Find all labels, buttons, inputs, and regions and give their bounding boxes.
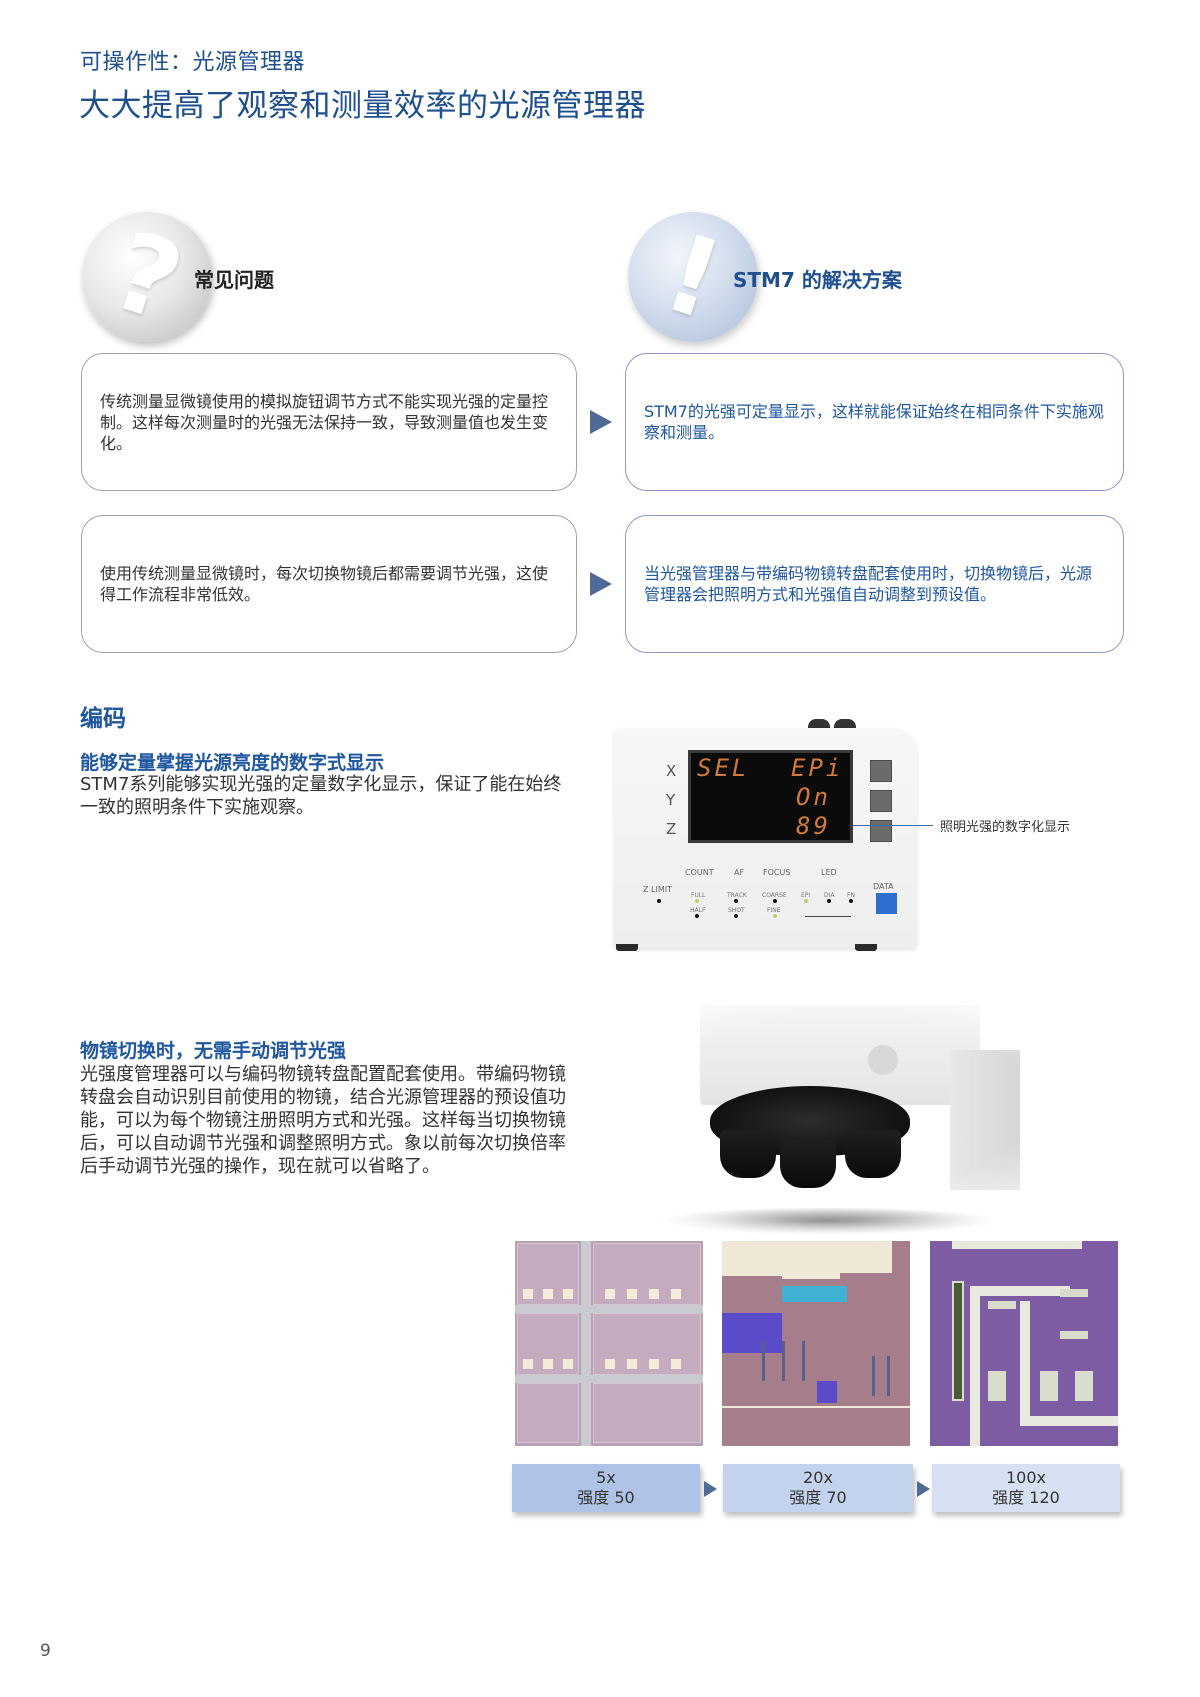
label-epi: EPI xyxy=(801,892,811,899)
label-led: LED xyxy=(821,868,837,877)
fine-indicator xyxy=(773,914,777,918)
track-indicator xyxy=(734,899,738,903)
mag-step-100x: 100x 强度 120 xyxy=(932,1464,1120,1512)
intensity-label: 强度 120 xyxy=(992,1488,1060,1507)
solution-box-1: STM7的光强可定量显示，这样就能保证始终在相同条件下实施观察和测量。 xyxy=(625,353,1124,491)
panel-knob xyxy=(808,719,830,730)
coarse-indicator xyxy=(773,899,777,903)
page-title: 大大提高了观察和测量效率的光源管理器 xyxy=(79,88,646,124)
callout-label: 照明光强的数字化显示 xyxy=(940,820,1071,835)
wafer-image-100x xyxy=(930,1241,1118,1446)
problem-label: 常见问题 xyxy=(194,268,274,292)
intensity-label: 强度 70 xyxy=(789,1488,847,1507)
panel-knob xyxy=(834,719,856,730)
label-count: COUNT xyxy=(685,868,714,877)
panel-foot xyxy=(616,944,638,951)
data-button[interactable] xyxy=(876,893,897,914)
axis-label-z: Z xyxy=(666,820,677,838)
lcd-display: SEL EPi On 89 xyxy=(688,750,853,843)
label-dia: DIA xyxy=(824,892,835,899)
label-track: TRACK xyxy=(727,892,747,899)
label-fn: FN xyxy=(847,892,855,899)
problem-box-2: 使用传统测量显微镜时，每次切换物镜后都需要调节光强，这使得工作流程非常低效。 xyxy=(81,515,577,653)
label-fine: FINE xyxy=(767,907,781,914)
full-indicator xyxy=(695,899,699,903)
led-scale-line xyxy=(805,916,851,917)
axis-label-y: Y xyxy=(666,791,676,809)
callout-line xyxy=(853,825,933,826)
feature-body-objective-switch: 光强度管理器可以与编码物镜转盘配置配套使用。带编码物镜转盘会自动识别目前使用的物… xyxy=(80,1064,566,1177)
label-data: DATA xyxy=(873,882,894,891)
y-axis-button[interactable] xyxy=(870,790,892,812)
solution-text-1: STM7的光强可定量显示，这样就能保证始终在相同条件下实施观察和测量。 xyxy=(644,402,1104,442)
page-number: 9 xyxy=(40,1641,51,1661)
mag-label: 5x xyxy=(596,1468,616,1487)
mag-label: 20x xyxy=(803,1468,833,1487)
solution-label: STM7 的解决方案 xyxy=(733,268,902,292)
section-heading-encoding: 编码 xyxy=(80,706,126,732)
mag-step-20x: 20x 强度 70 xyxy=(723,1464,913,1512)
lcd-row1-left: SEL xyxy=(697,754,750,782)
problem-box-1: 传统测量显微镜使用的模拟旋钮调节方式不能实现光强的定量控制。这样每次测量时的光强… xyxy=(81,353,577,491)
z-limit-indicator xyxy=(657,899,661,903)
axis-label-x: X xyxy=(666,762,677,780)
wafer-image-5x xyxy=(515,1241,703,1446)
feature-heading-digital-display: 能够定量掌握光源亮度的数字式显示 xyxy=(80,752,385,774)
epi-indicator xyxy=(804,899,808,903)
label-full: FULL xyxy=(691,892,706,899)
feature-body-digital-display: STM7系列能够实现光强的定量数字化显示，保证了能在始终一致的照明条件下实施观察… xyxy=(80,774,562,818)
lcd-row2-right: On xyxy=(796,783,831,811)
panel-foot xyxy=(855,944,877,951)
right-triangle-arrow-icon xyxy=(704,1481,717,1497)
label-coarse: COARSE xyxy=(762,892,787,899)
shot-indicator xyxy=(734,914,738,918)
label-z-limit: Z LIMIT xyxy=(643,885,672,894)
intensity-label: 强度 50 xyxy=(577,1488,635,1507)
section-subtitle: 可操作性：光源管理器 xyxy=(80,50,306,75)
dia-indicator xyxy=(827,899,831,903)
wafer-image-20x xyxy=(722,1241,910,1446)
microscope-nosepiece-photo xyxy=(650,990,1140,1240)
x-axis-button[interactable] xyxy=(870,760,892,782)
mag-label: 100x xyxy=(1005,1468,1046,1487)
label-af: AF xyxy=(734,868,745,877)
problem-text-2: 使用传统测量显微镜时，每次切换物镜后都需要调节光强，这使得工作流程非常低效。 xyxy=(100,564,549,604)
feature-heading-objective-switch: 物镜切换时，无需手动调节光强 xyxy=(80,1040,347,1062)
z-axis-button[interactable] xyxy=(870,820,892,842)
lcd-row1-right: EPi xyxy=(791,754,844,782)
lcd-row3-right: 89 xyxy=(796,812,831,840)
solution-box-2: 当光强管理器与带编码物镜转盘配套使用时，切换物镜后，光源管理器会把照明方式和光强… xyxy=(625,515,1124,653)
right-triangle-arrow-icon xyxy=(590,572,612,596)
exclamation-badge: ! xyxy=(628,210,758,344)
mag-step-5x: 5x 强度 50 xyxy=(512,1464,700,1512)
label-focus: FOCUS xyxy=(763,868,791,877)
solution-text-2: 当光强管理器与带编码物镜转盘配套使用时，切换物镜后，光源管理器会把照明方式和光强… xyxy=(644,564,1093,604)
question-badge: ? xyxy=(82,208,212,346)
problem-text-1: 传统测量显微镜使用的模拟旋钮调节方式不能实现光强的定量控制。这样每次测量时的光强… xyxy=(100,391,549,453)
right-triangle-arrow-icon xyxy=(590,410,612,434)
right-triangle-arrow-icon xyxy=(917,1481,930,1497)
half-indicator xyxy=(695,914,699,918)
label-half: HALF xyxy=(690,907,706,914)
fn-indicator xyxy=(849,899,853,903)
label-shot: SHOT xyxy=(728,907,745,914)
